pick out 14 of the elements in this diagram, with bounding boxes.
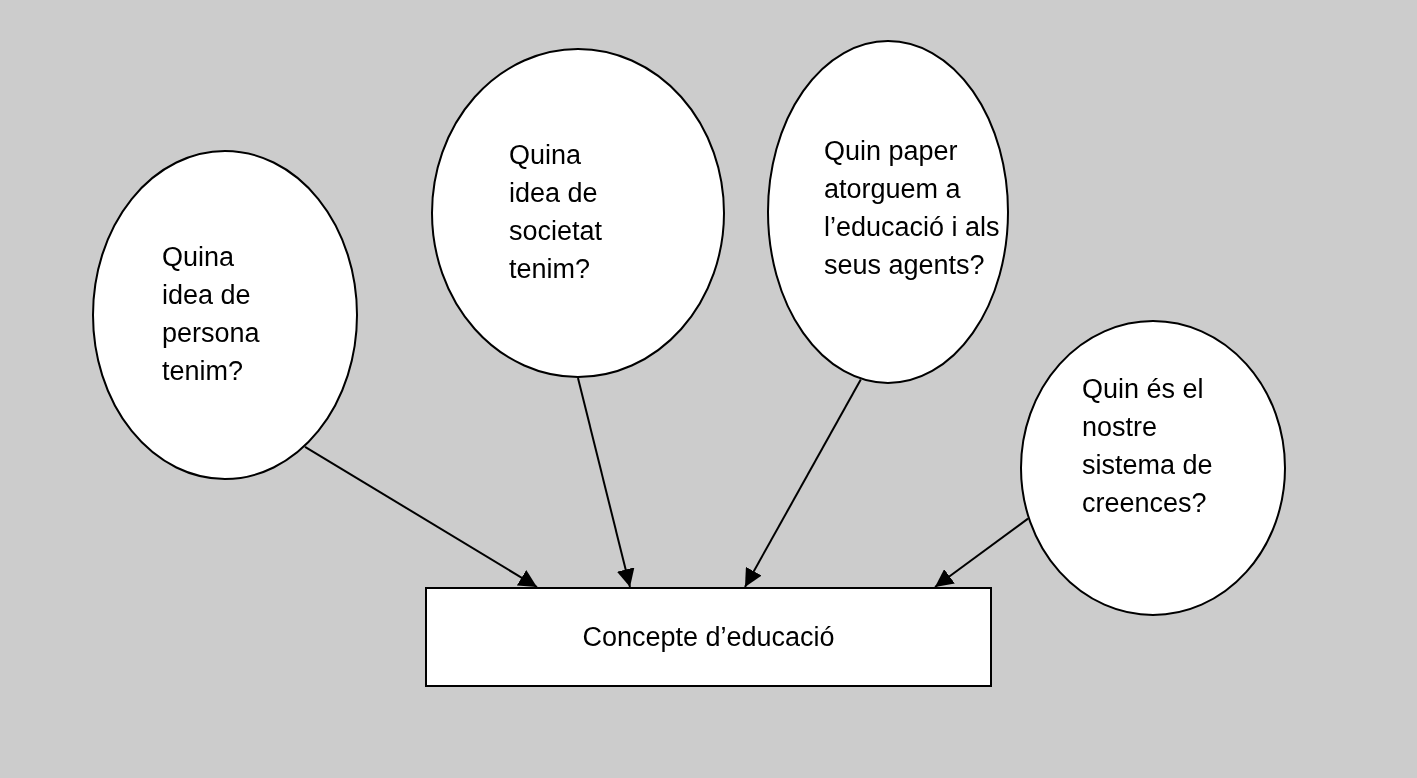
concept-box <box>425 587 992 687</box>
arrow <box>577 377 635 588</box>
question-ellipse <box>431 48 725 378</box>
question-ellipse <box>767 40 1009 384</box>
question-text: Quin és el nostre sistema de creences? <box>1082 373 1214 520</box>
arrow <box>304 445 538 588</box>
arrow <box>744 378 862 588</box>
question-ellipse <box>92 150 358 480</box>
concept-label: Concepte d’educació <box>582 621 835 654</box>
question-text: Quina idea de societat tenim? <box>509 139 604 286</box>
arrow <box>934 517 1029 588</box>
question-ellipse <box>1020 320 1286 616</box>
question-text: Quina idea de persona tenim? <box>162 241 261 388</box>
question-text: Quin paper atorguem a l’educació i als seus agents? <box>824 135 1001 282</box>
